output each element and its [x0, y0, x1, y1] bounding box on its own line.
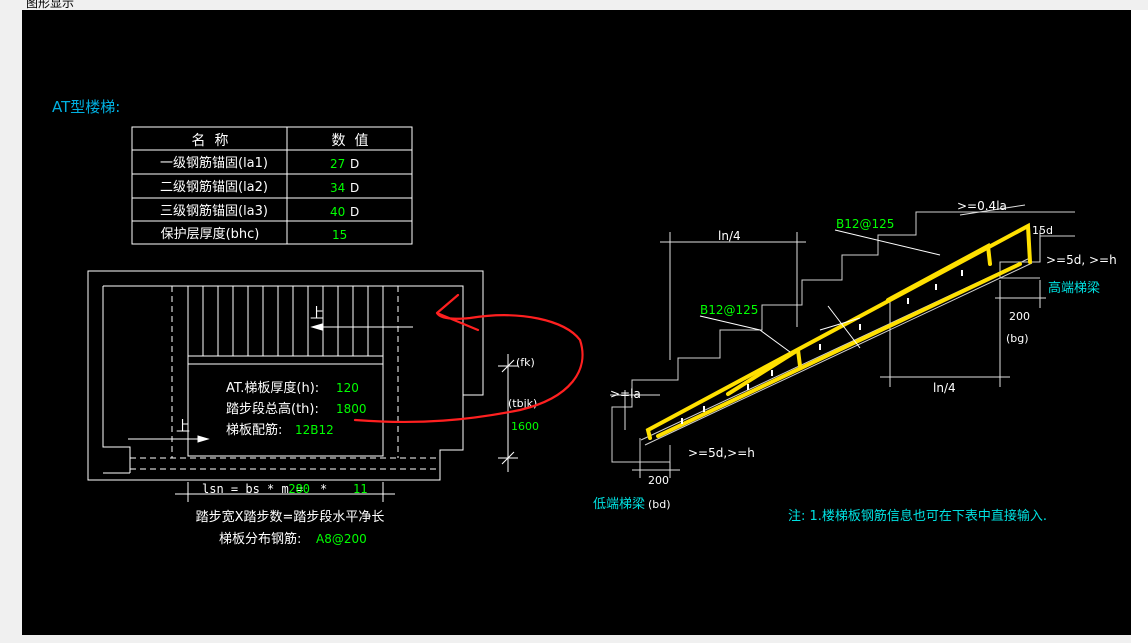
row-unit: D: [350, 157, 359, 171]
rebar-main: [645, 222, 1032, 440]
window-title-bar: 图形显示: [0, 0, 1148, 10]
total-height-label: 踏步段总高(th):: [226, 401, 319, 417]
window-title: 图形显示: [26, 0, 75, 10]
thickness-label: AT.梯板厚度(h):: [226, 380, 319, 396]
table-header-value: 数 值: [332, 133, 369, 149]
table-row[interactable]: 保护层厚度(bhc) 15: [161, 226, 348, 242]
distribution-rebar-value[interactable]: A8@200: [316, 532, 367, 546]
leader-lines: [699, 229, 941, 353]
width-200-high: 200: [1009, 310, 1030, 323]
bg-label: (bg): [1006, 332, 1029, 345]
row-unit: D: [350, 205, 359, 219]
up-label-lower: 上: [176, 419, 190, 435]
bottom-margin: [0, 635, 1131, 643]
row-name: 三级钢筋锚固(la3): [160, 203, 268, 219]
ln4-top-label: ln/4: [718, 229, 741, 243]
row-name: 保护层厚度(bhc): [161, 226, 260, 242]
note-text: 注: 1.楼梯板钢筋信息也可在下表中直接输入.: [788, 508, 1047, 524]
row-unit: D: [350, 181, 359, 195]
formula-description: 踏步宽X踏步数=踏步段水平净长: [196, 509, 385, 525]
bd-label: (bd): [648, 498, 671, 511]
hook-15d-label: 15d: [1032, 224, 1053, 237]
width-200-low: 200: [648, 474, 669, 487]
plan-treads: [202, 286, 369, 356]
lsn-formula: lsn = bs * m =: [202, 482, 303, 496]
high-beam-label: 高端梯梁: [1048, 280, 1100, 296]
distribution-rebar-label: 梯板分布钢筋:: [219, 531, 301, 547]
fk-label: (fk): [516, 356, 535, 369]
hook-low-label: >=5d,>=h: [688, 446, 755, 460]
ln4-bottom-label: ln/4: [933, 381, 956, 395]
table-row[interactable]: 二级钢筋锚固(la2) 34 D: [160, 179, 359, 195]
width-value[interactable]: 1600: [511, 420, 539, 433]
row-value[interactable]: 40: [330, 205, 345, 219]
stair-type-title: AT型楼梯:: [52, 98, 120, 116]
low-beam-label: 低端梯梁: [593, 497, 645, 512]
up-arrow-icon: [310, 323, 413, 331]
row-value[interactable]: 27: [330, 157, 345, 171]
drawing-canvas[interactable]: [22, 10, 1131, 635]
tbjk-label: (tbjk): [508, 397, 537, 410]
row-value[interactable]: 34: [330, 181, 345, 195]
table-row[interactable]: 一级钢筋锚固(la1) 27 D: [160, 155, 359, 171]
rebar-mid-label[interactable]: B12@125: [700, 303, 758, 317]
table-header-name: 名 称: [192, 133, 229, 149]
lsn-m-value[interactable]: 11: [353, 482, 367, 496]
table-row[interactable]: 三级钢筋锚固(la3) 40 D: [160, 203, 359, 219]
anchor-top-label: >=0.4la: [957, 199, 1007, 213]
lsn-bs-value[interactable]: 280: [288, 482, 310, 496]
row-name: 二级钢筋锚固(la2): [160, 179, 268, 195]
left-margin: [0, 10, 22, 635]
rebar-value[interactable]: 12B12: [295, 423, 334, 437]
up-label-upper: 上: [310, 306, 324, 322]
hook-high-label: >=5d, >=h: [1046, 253, 1117, 267]
thickness-value[interactable]: 120: [336, 381, 359, 395]
right-margin: [1131, 10, 1148, 643]
total-height-value[interactable]: 1800: [336, 402, 367, 416]
row-name: 一级钢筋锚固(la1): [160, 155, 268, 171]
parameter-table: [131, 126, 413, 245]
la-label: >=la: [610, 387, 641, 401]
rebar-label: 梯板配筋:: [226, 422, 282, 438]
plan-view: [87, 270, 484, 481]
section-dimensions: [610, 204, 1046, 478]
rebar-top-label[interactable]: B12@125: [836, 217, 894, 231]
up-arrow-icon: [128, 435, 210, 443]
lsn-dimension: [175, 482, 395, 502]
row-value[interactable]: 15: [332, 228, 347, 242]
rebar-dots: [681, 270, 963, 424]
red-annotation-arrow: [353, 293, 584, 424]
lsn-star: *: [320, 482, 327, 496]
